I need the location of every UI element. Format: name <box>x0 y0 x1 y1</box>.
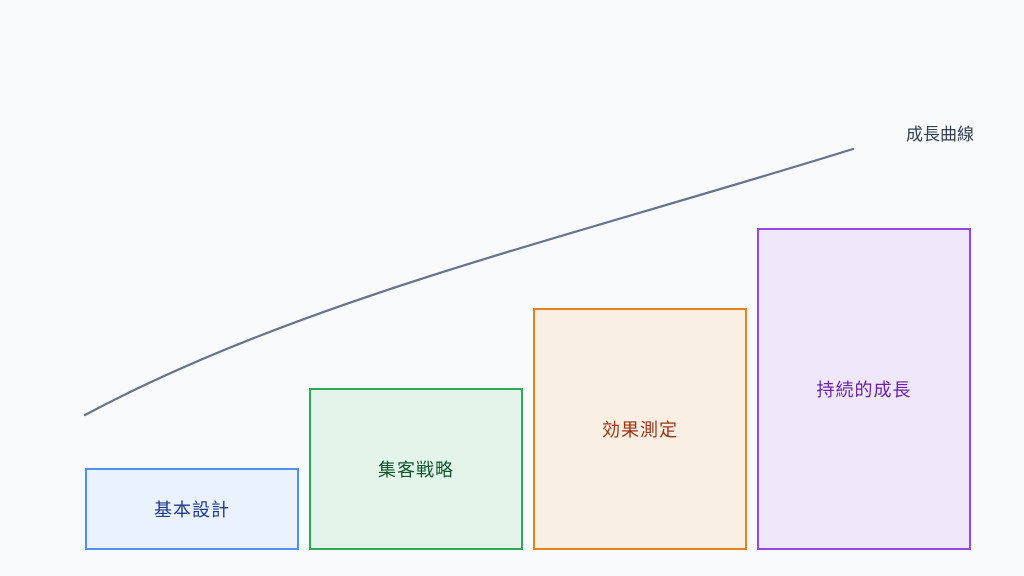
growth-curve <box>83 147 855 417</box>
step-box-customer-acquisition: 集客戦略 <box>309 388 523 550</box>
step-box-effect-measurement: 効果測定 <box>533 308 747 550</box>
step-label-customer-acquisition: 集客戦略 <box>378 460 454 481</box>
step-box-sustainable-growth: 持続的成長 <box>757 228 971 550</box>
step-box-basic-design: 基本設計 <box>85 468 299 550</box>
step-label-basic-design: 基本設計 <box>154 500 230 521</box>
growth-curve-label: 成長曲線 <box>906 125 974 145</box>
step-label-sustainable-growth: 持続的成長 <box>816 380 912 401</box>
step-label-effect-measurement: 効果測定 <box>602 420 678 441</box>
